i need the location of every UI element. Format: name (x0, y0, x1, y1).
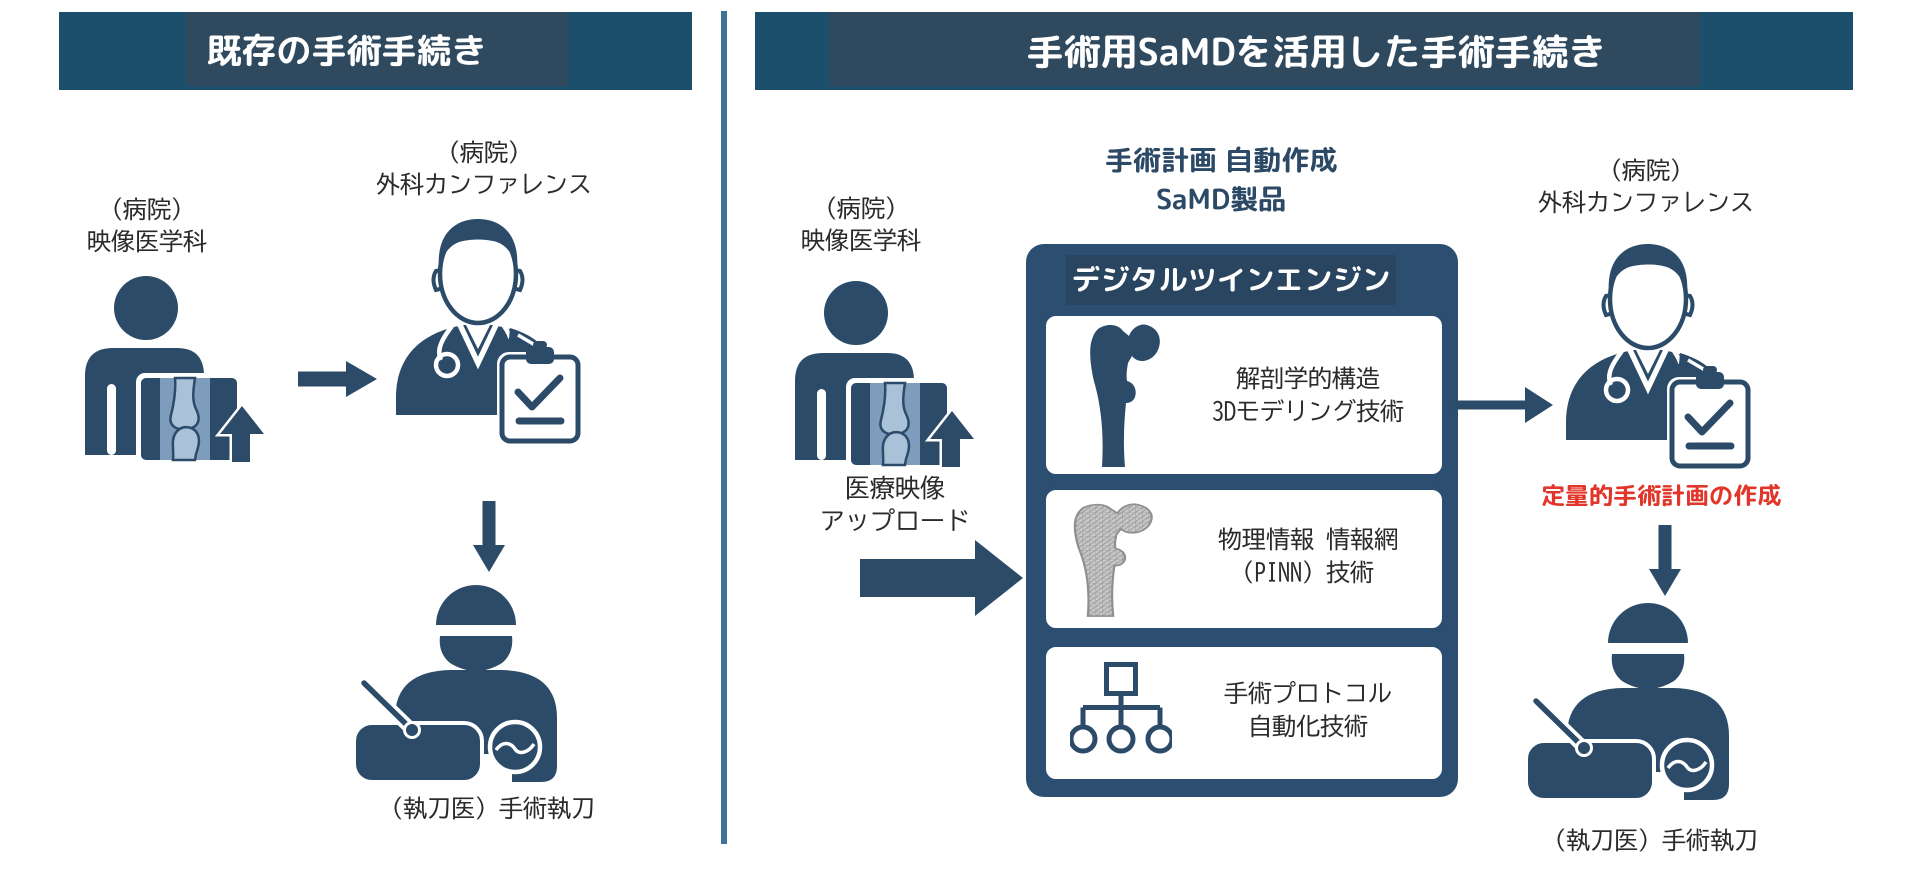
femur-solid-icon (1085, 323, 1165, 468)
module-protocol-line1: 手術プロトコル (1224, 681, 1392, 705)
module-text-3d-modeling: 解剖学的構造 3Dモデリング技術 (1168, 362, 1448, 428)
left-doctor-label: （病院） 外科カンファレンス (344, 136, 624, 200)
arrow-right-big-icon (860, 538, 1025, 618)
patient-xray-icon (790, 277, 980, 477)
surgeon-operating-icon (350, 580, 590, 785)
right-patient-label-line2: 映像医学科 (801, 228, 921, 252)
module-text-protocol: 手術プロトコル 自動化技術 (1168, 677, 1448, 743)
doctor-clipboard-icon (1560, 240, 1755, 500)
upload-label-line2: アップロード (820, 509, 970, 534)
right-patient-label-line1: （病院） (813, 196, 909, 220)
patient-xray-icon (80, 272, 270, 472)
right-header-title: 手術用SaMDを活用した手術手続き (1026, 24, 1606, 77)
left-header-bar (59, 12, 692, 90)
flowchart-icon (1070, 662, 1172, 754)
right-doctor-label: （病院） 外科カンファレンス (1506, 154, 1786, 218)
right-patient-label: （病院） 映像医学科 (721, 192, 1001, 256)
panel-divider (721, 11, 727, 844)
arrow-down-icon (1648, 525, 1682, 597)
upload-label: 医療映像 アップロード (755, 472, 1035, 538)
module-3d-line1: 解剖学的構造 (1236, 366, 1380, 390)
samd-product-title: 手術計画 自動作成 SaMD製品 (1021, 140, 1421, 218)
surgeon-operating-icon (1522, 598, 1762, 803)
left-header-titlebox (186, 12, 568, 86)
module-text-pinn: 物理情報 情報網 (PINN) 技術 (1168, 523, 1448, 589)
left-patient-label-line1: （病院） (99, 197, 195, 221)
left-doctor-label-line1: （病院） (436, 140, 532, 164)
left-patient-label-line2: 映像医学科 (87, 229, 207, 253)
left-surgeon-label: （執刀医）手術執刀 (379, 796, 595, 820)
left-patient-label: （病院） 映像医学科 (7, 193, 287, 257)
engine-title: デジタルツインエンジン (1066, 255, 1396, 305)
module-protocol-line2: 自動化技術 (1248, 714, 1368, 738)
left-header-title: 既存の手術手続き (206, 26, 487, 75)
right-header-titlebox (829, 12, 1700, 86)
left-doctor-label-line2: 外科カンファレンス (376, 172, 592, 196)
module-3d-line2: 3Dモデリング技術 (1212, 399, 1404, 423)
right-doctor-label-line2: 外科カンファレンス (1538, 190, 1754, 214)
right-surgeon-label: （執刀医）手術執刀 (1542, 828, 1758, 852)
right-header-bar (755, 12, 1853, 90)
module-pinn-line2: (PINN) 技術 (1242, 560, 1374, 584)
arrow-down-icon (472, 501, 506, 573)
right-doctor-label-line1: （病院） (1598, 158, 1694, 182)
module-pinn-line1: 物理情報 情報網 (1218, 527, 1398, 551)
samd-title-line1: 手術計画 自動作成 (1105, 140, 1337, 179)
arrow-right-thin-icon (1455, 385, 1555, 425)
samd-title-line2: SaMD製品 (1155, 179, 1287, 218)
doctor-clipboard-icon (390, 215, 585, 475)
quantitative-plan-note: 定量的手術計画の作成 (1541, 478, 1781, 512)
arrow-right-icon (298, 361, 378, 397)
upload-label-line1: 医療映像 (845, 476, 945, 501)
femur-mesh-icon (1066, 503, 1161, 617)
